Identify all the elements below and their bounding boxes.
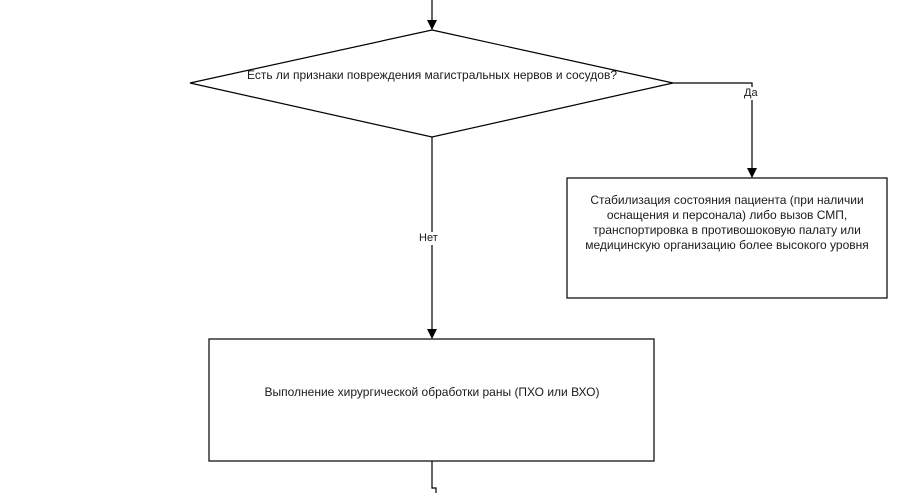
decision-diamond[interactable]: [189, 29, 674, 138]
stabilization-box[interactable]: [566, 177, 888, 299]
yes-edge-label: Да: [743, 87, 759, 100]
surgery-text: Выполнение хирургической обработки раны …: [264, 385, 600, 399]
surgery-box[interactable]: [208, 338, 655, 462]
yes-connector: [673, 82, 757, 178]
no-edge-label: Нет: [418, 232, 439, 245]
outgoing-connector: [431, 461, 437, 493]
stabilization-text: Стабилизация состояния пациента (при нал…: [585, 193, 869, 252]
decision-text: Есть ли признаки повреждения магистральн…: [246, 68, 618, 82]
